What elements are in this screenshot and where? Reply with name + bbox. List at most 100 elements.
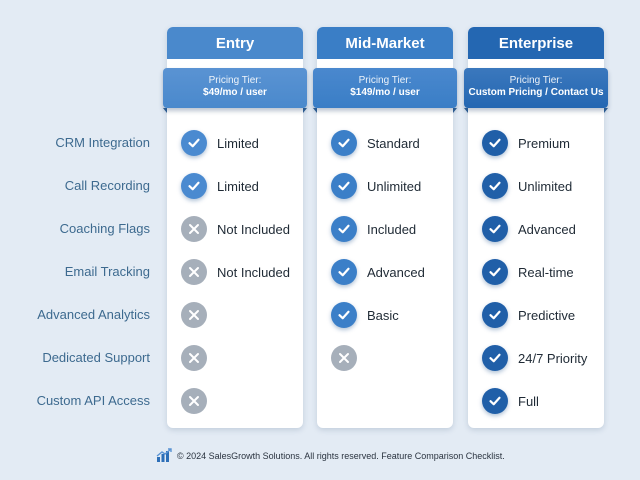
cross-icon (339, 353, 349, 363)
checkmark-icon (188, 181, 200, 191)
feature-cell: Not Included (181, 259, 290, 285)
checkmark-icon (188, 138, 200, 148)
feature-cell: Real-time (482, 259, 574, 285)
feature-value: 24/7 Priority (518, 350, 588, 366)
checkmark-icon (482, 345, 508, 371)
feature-cell: Advanced (482, 216, 576, 242)
pricing-ribbon: Pricing Tier:$149/mo / user (313, 68, 457, 113)
feature-value: Not Included (217, 221, 290, 237)
tier-name: Entry (215, 34, 255, 52)
feature-cell: Premium (482, 130, 570, 156)
footer-text: © 2024 SalesGrowth Solutions. All rights… (177, 450, 505, 461)
feature-label: Coaching Flags (59, 221, 150, 236)
feature-value: Real-time (518, 264, 574, 280)
checkmark-icon (489, 267, 501, 277)
checkmark-icon (489, 396, 501, 406)
tier-header: Enterprise (468, 27, 604, 59)
feature-cell: Included (331, 216, 416, 242)
cross-icon (189, 396, 199, 406)
checkmark-icon (489, 224, 501, 234)
checkmark-icon (181, 173, 207, 199)
cross-icon (189, 267, 199, 277)
checkmark-icon (338, 181, 350, 191)
feature-value: Limited (217, 135, 259, 151)
feature-label: Email Tracking (64, 264, 150, 279)
feature-cell (331, 345, 367, 371)
tier-header: Entry (167, 27, 303, 59)
feature-cell: Not Included (181, 216, 290, 242)
checkmark-icon (482, 302, 508, 328)
checkmark-icon (482, 216, 508, 242)
pricing-value: $49/mo / user (203, 87, 267, 98)
checkmark-icon (482, 259, 508, 285)
feature-value: Basic (367, 307, 399, 323)
cross-icon (181, 388, 207, 414)
pricing-value: $149/mo / user (350, 87, 420, 98)
feature-cell: Limited (181, 130, 259, 156)
checkmark-icon (338, 310, 350, 320)
pricing-label: Pricing Tier: (358, 75, 412, 86)
checkmark-icon (482, 388, 508, 414)
feature-cell: 24/7 Priority (482, 345, 587, 371)
checkmark-icon (489, 181, 501, 191)
feature-value: Unlimited (367, 178, 422, 194)
checkmark-icon (331, 130, 357, 156)
feature-label: Call Recording (64, 178, 150, 193)
tier-name: Enterprise (498, 34, 574, 52)
cross-icon (189, 224, 199, 234)
checkmark-icon (331, 216, 357, 242)
checkmark-icon (489, 353, 501, 363)
feature-cell: Limited (181, 173, 259, 199)
pricing-ribbon: Pricing Tier:Custom Pricing / Contact Us (464, 68, 608, 113)
feature-value: Not Included (217, 264, 290, 280)
checkmark-icon (489, 138, 501, 148)
feature-value: Unlimited (518, 178, 573, 194)
pricing-ribbon: Pricing Tier:$49/mo / user (163, 68, 307, 113)
checkmark-icon (338, 138, 350, 148)
feature-value: Included (367, 221, 417, 237)
feature-label: Dedicated Support (42, 350, 150, 365)
feature-value: Advanced (367, 264, 425, 280)
tier-name: Mid-Market (345, 34, 425, 52)
feature-cell (181, 345, 217, 371)
checkmark-icon (338, 267, 350, 277)
growth-chart-icon (156, 448, 172, 462)
pricing-label: Pricing Tier: (509, 75, 563, 86)
feature-value: Premium (518, 135, 571, 151)
checkmark-icon (181, 130, 207, 156)
feature-cell: Predictive (482, 302, 575, 328)
feature-value: Advanced (518, 221, 576, 237)
cross-icon (331, 345, 357, 371)
checkmark-icon (338, 224, 350, 234)
feature-value: Standard (367, 135, 420, 151)
checkmark-icon (482, 130, 508, 156)
feature-value: Limited (217, 178, 259, 194)
feature-value: Full (518, 393, 539, 409)
cross-icon (181, 345, 207, 371)
cross-icon (189, 310, 199, 320)
checkmark-icon (331, 173, 357, 199)
feature-cell: Full (482, 388, 539, 414)
feature-cell (181, 388, 217, 414)
checkmark-icon (331, 302, 357, 328)
feature-label: Advanced Analytics (37, 307, 150, 322)
feature-label: CRM Integration (55, 135, 150, 150)
cross-icon (181, 216, 207, 242)
footer: © 2024 SalesGrowth Solutions. All rights… (156, 448, 505, 463)
feature-label: Custom API Access (36, 393, 150, 408)
pricing-value: Custom Pricing / Contact Us (468, 87, 604, 98)
cross-icon (181, 259, 207, 285)
feature-cell: Unlimited (482, 173, 572, 199)
feature-cell: Unlimited (331, 173, 421, 199)
feature-cell: Advanced (331, 259, 425, 285)
cross-icon (189, 353, 199, 363)
checkmark-icon (489, 310, 501, 320)
tier-header: Mid-Market (317, 27, 453, 59)
feature-value: Predictive (518, 307, 576, 323)
cross-icon (181, 302, 207, 328)
feature-cell (181, 302, 217, 328)
feature-cell: Standard (331, 130, 420, 156)
